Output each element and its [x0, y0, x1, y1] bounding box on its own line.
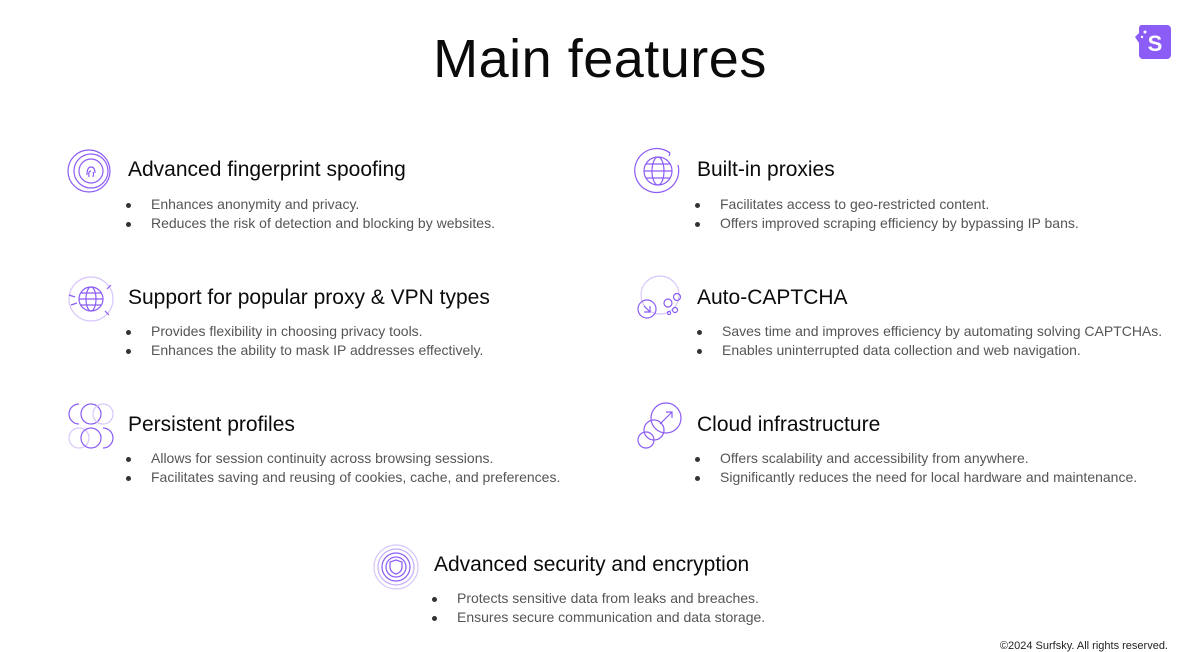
shield-icon	[373, 544, 419, 590]
feature-bullets: Provides flexibility in choosing privacy…	[126, 322, 483, 360]
feature-title: Advanced fingerprint spoofing	[128, 158, 406, 181]
list-item: Allows for session continuity across bro…	[126, 449, 560, 468]
list-item: Offers improved scraping efficiency by b…	[695, 214, 1079, 233]
feature-bullets: Facilitates access to geo-restricted con…	[695, 195, 1079, 233]
list-item: Facilitates saving and reusing of cookie…	[126, 468, 560, 487]
list-item: Offers scalability and accessibility fro…	[695, 449, 1137, 468]
feature-title: Advanced security and encryption	[434, 553, 750, 576]
list-item: Significantly reduces the need for local…	[695, 468, 1137, 487]
globe-icon	[634, 147, 680, 194]
list-item: Facilitates access to geo-restricted con…	[695, 195, 1079, 214]
feature-bullets: Saves time and improves efficiency by au…	[697, 322, 1162, 360]
cloud-circles-icon	[637, 402, 682, 449]
list-item: Protects sensitive data from leaks and b…	[432, 589, 765, 608]
copyright-footer: ©2024 Surfsky. All rights reserved.	[999, 640, 1168, 652]
list-item: Saves time and improves efficiency by au…	[697, 322, 1162, 341]
list-item: Enhances the ability to mask IP addresse…	[126, 341, 483, 360]
fingerprint-icon	[67, 149, 111, 193]
list-item: Enables uninterrupted data collection an…	[697, 341, 1162, 360]
surfsky-logo-icon: S	[1135, 25, 1171, 59]
feature-bullets: Protects sensitive data from leaks and b…	[432, 589, 765, 627]
feature-title: Support for popular proxy & VPN types	[128, 286, 490, 309]
page-title: Main features	[433, 29, 767, 89]
list-item: Enhances anonymity and privacy.	[126, 195, 495, 214]
captcha-bubbles-icon	[637, 275, 682, 319]
feature-title: Cloud infrastructure	[697, 413, 881, 436]
feature-bullets: Allows for session continuity across bro…	[126, 449, 560, 487]
feature-bullets: Offers scalability and accessibility fro…	[695, 449, 1137, 487]
list-item: Ensures secure communication and data st…	[432, 608, 765, 627]
list-item: Reduces the risk of detection and blocki…	[126, 214, 495, 233]
feature-title: Auto-CAPTCHA	[697, 286, 848, 309]
feature-title: Persistent profiles	[128, 413, 295, 436]
circles-grid-icon	[68, 403, 114, 449]
feature-bullets: Enhances anonymity and privacy. Reduces …	[126, 195, 495, 233]
network-globe-icon	[68, 276, 114, 322]
svg-text:S: S	[1148, 31, 1163, 56]
feature-title: Built-in proxies	[697, 158, 835, 181]
list-item: Provides flexibility in choosing privacy…	[126, 322, 483, 341]
